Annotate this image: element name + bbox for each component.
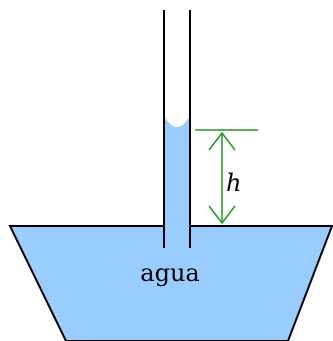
tube-water-column [164,116,190,246]
height-symbol-label: h [226,169,241,197]
height-arrow-bottom-head [208,205,236,225]
liquid-label: agua [140,259,199,287]
basin-water [8,225,333,341]
height-arrow-top-head [208,131,236,151]
tube-opening-fill [165,224,189,248]
